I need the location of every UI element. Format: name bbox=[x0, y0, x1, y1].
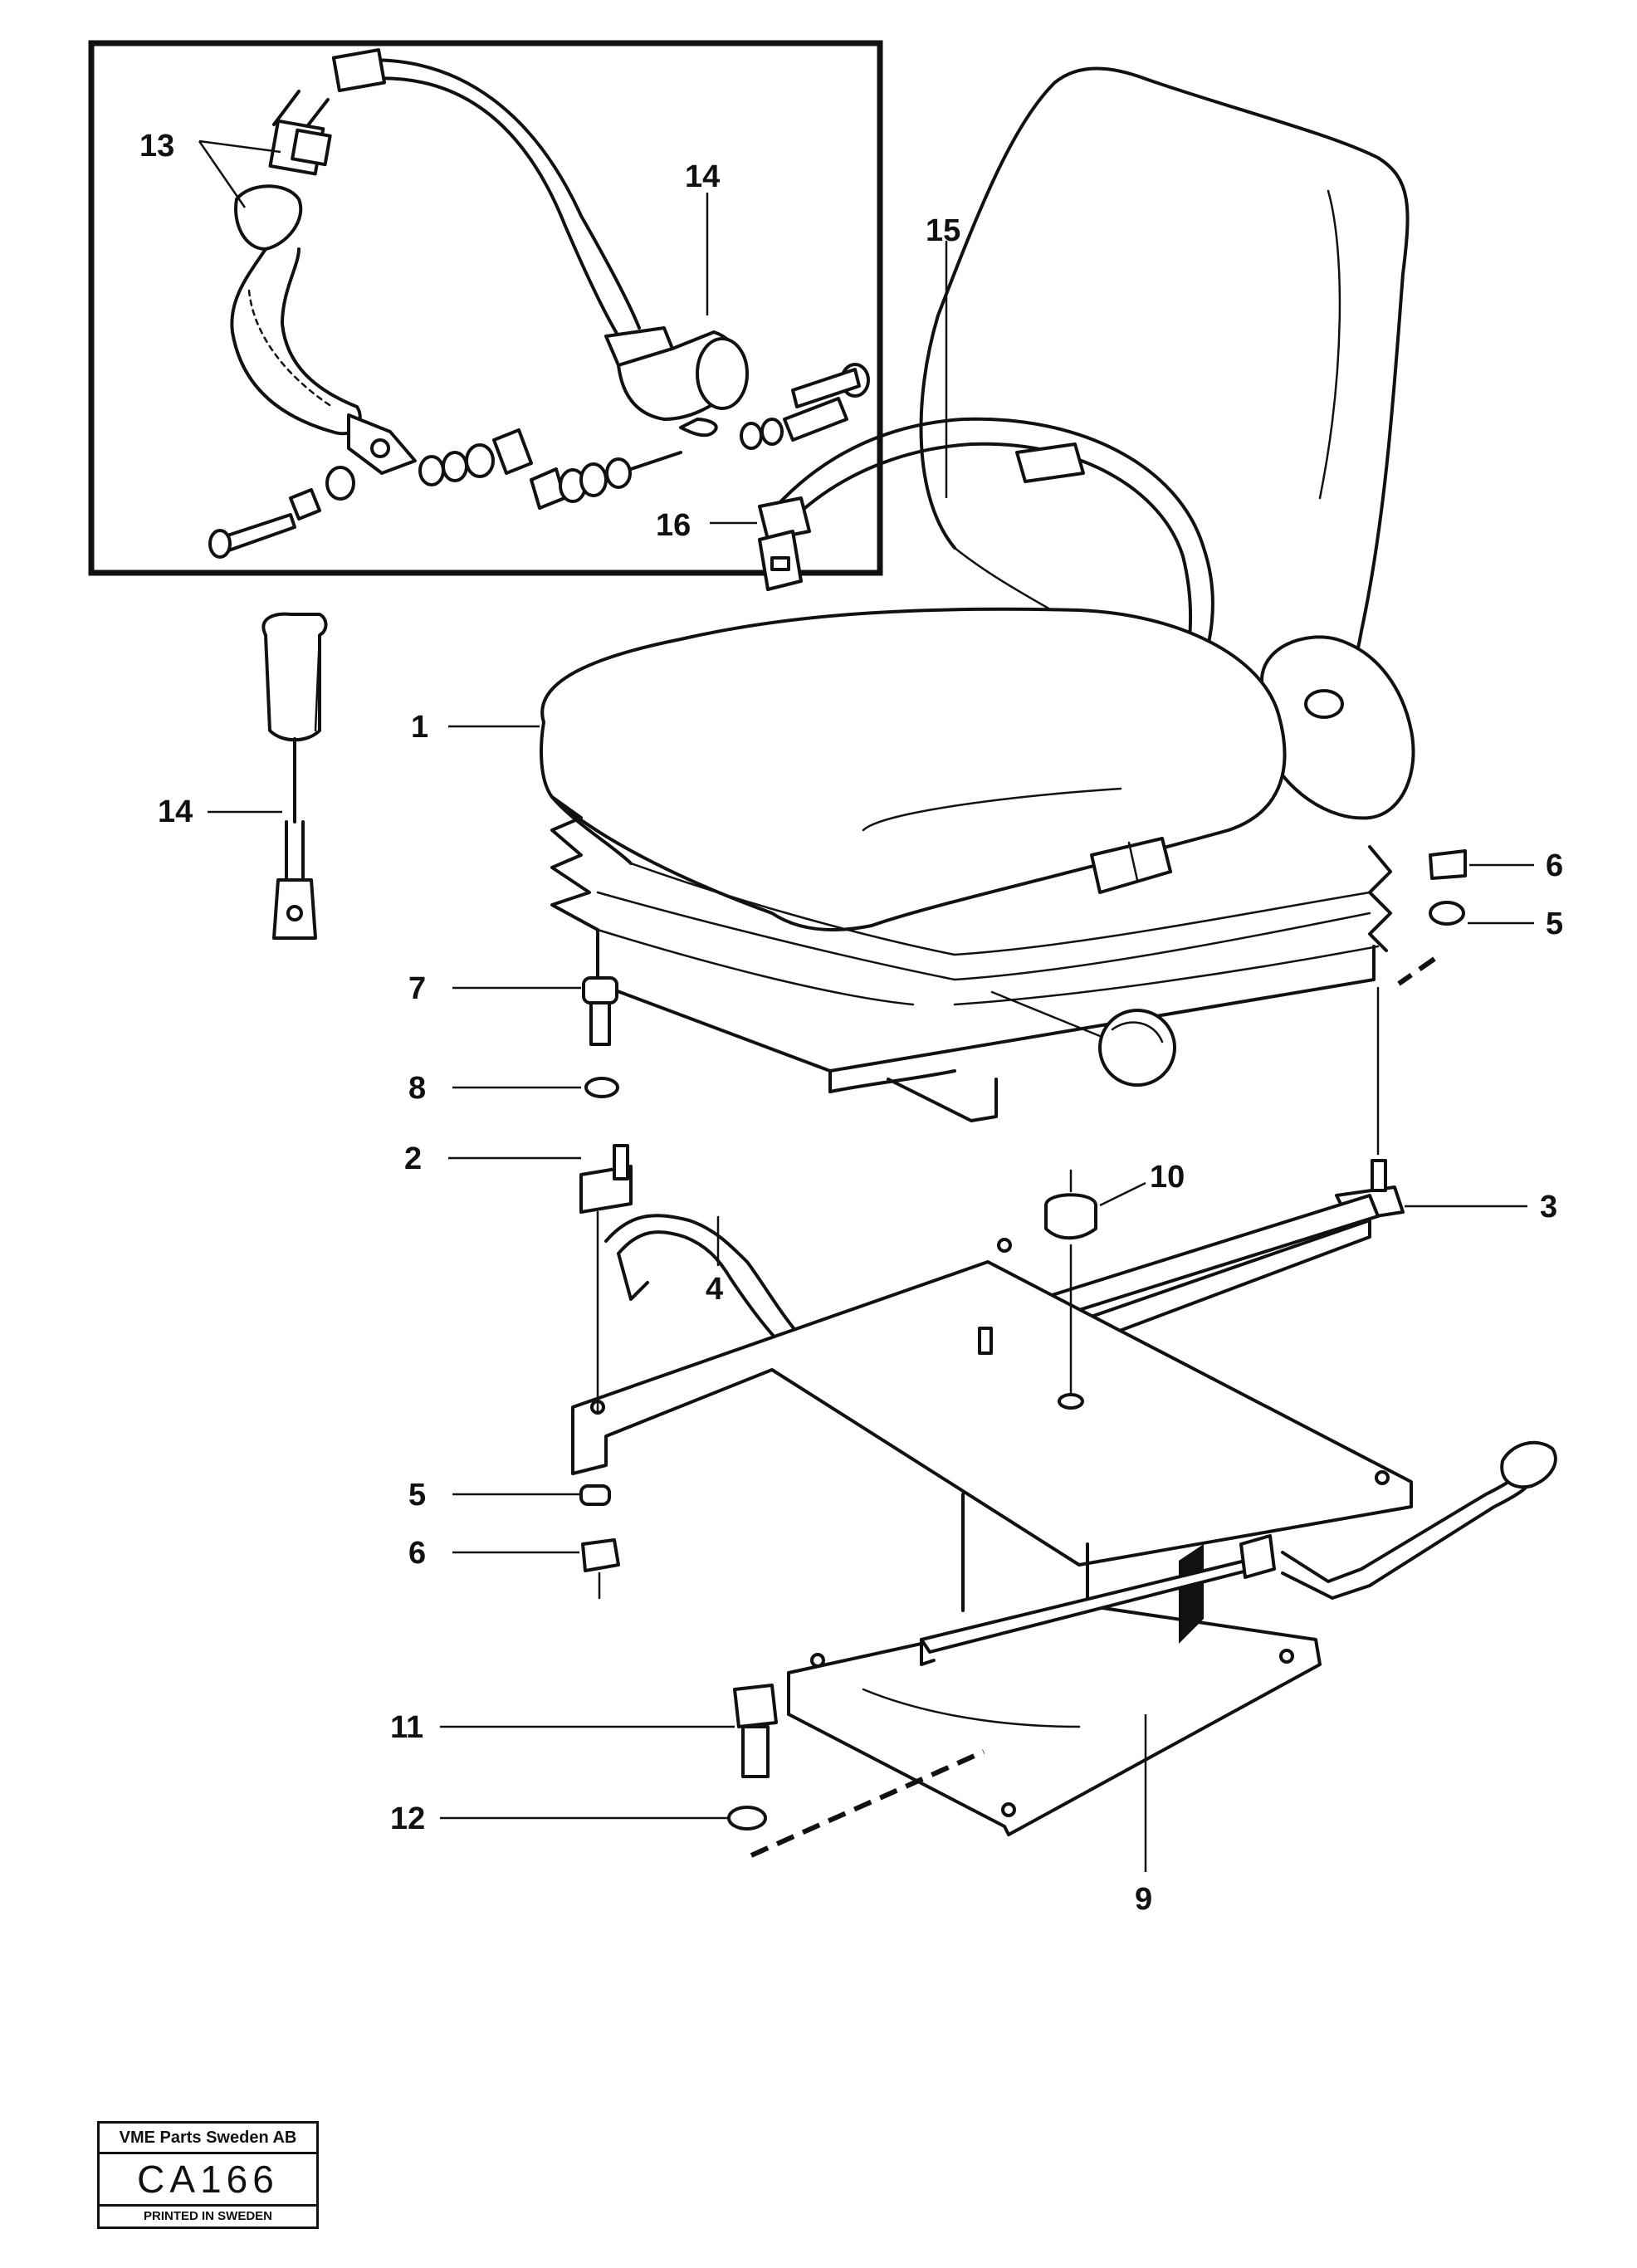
callout-13: 13 bbox=[139, 129, 174, 164]
leader-lines bbox=[198, 139, 1534, 1872]
callout-7: 7 bbox=[408, 971, 426, 1006]
callout-6-right: 6 bbox=[1546, 848, 1563, 883]
seat-cushion bbox=[540, 607, 1392, 1122]
callout-8: 8 bbox=[408, 1071, 426, 1106]
title-block-company: VME Parts Sweden AB bbox=[100, 2124, 316, 2154]
callout-5-left: 5 bbox=[408, 1478, 426, 1513]
bottom-fastener bbox=[727, 1684, 985, 1858]
callout-6-left: 6 bbox=[408, 1536, 426, 1571]
callout-16: 16 bbox=[656, 508, 691, 543]
callout-1: 1 bbox=[411, 710, 428, 745]
right-hardware bbox=[978, 849, 1467, 1410]
callout-15: 15 bbox=[926, 213, 960, 248]
callout-14-inset: 14 bbox=[685, 159, 720, 194]
title-block: VME Parts Sweden AB CA166 PRINTED IN SWE… bbox=[97, 2121, 319, 2229]
callout-10: 10 bbox=[1150, 1160, 1185, 1195]
callout-4: 4 bbox=[706, 1272, 723, 1307]
callout-9: 9 bbox=[1135, 1882, 1152, 1917]
callout-12: 12 bbox=[390, 1801, 425, 1836]
callout-14: 14 bbox=[158, 794, 193, 829]
title-block-printed: PRINTED IN SWEDEN bbox=[100, 2204, 316, 2226]
callout-11: 11 bbox=[390, 1710, 423, 1745]
mounting-plate bbox=[571, 1238, 1557, 1836]
seatbelt-inset bbox=[88, 40, 883, 576]
callout-3: 3 bbox=[1540, 1190, 1557, 1224]
callout-labels: 13 14 15 16 1 14 6 5 7 8 2 10 3 4 5 6 11… bbox=[139, 129, 1563, 1917]
title-block-code: CA166 bbox=[137, 2158, 279, 2201]
buckle-stalk-detail bbox=[261, 612, 328, 940]
side-bolster bbox=[1260, 635, 1415, 820]
callout-5-right: 5 bbox=[1546, 907, 1563, 941]
callout-2: 2 bbox=[404, 1141, 422, 1176]
left-hardware bbox=[579, 976, 629, 1600]
